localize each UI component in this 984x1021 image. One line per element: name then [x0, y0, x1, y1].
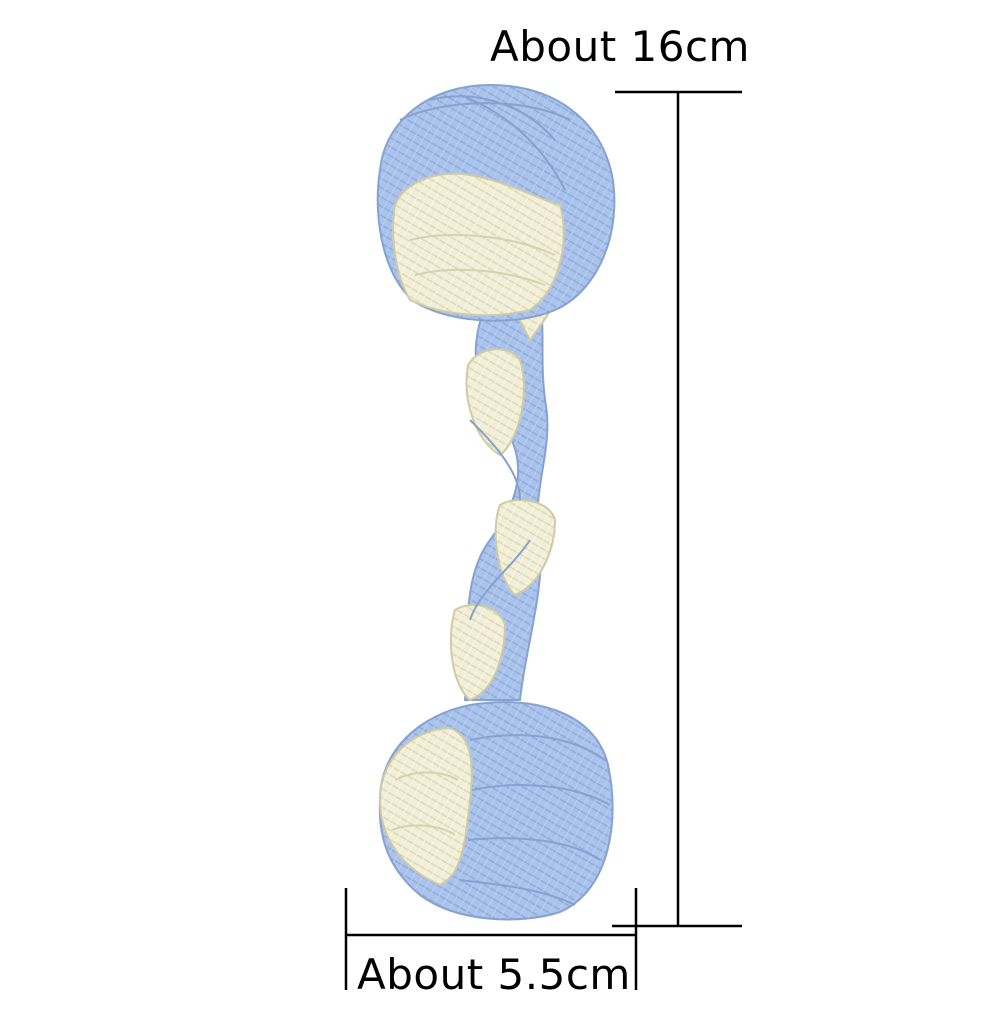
width-label: About 5.5cm	[357, 950, 631, 999]
width-dimension-line	[344, 888, 638, 990]
bottom-knot	[378, 701, 614, 921]
braided-handle	[449, 278, 557, 702]
height-dimension-line	[612, 90, 742, 928]
top-knot	[376, 83, 616, 322]
height-label: About 16cm	[490, 22, 750, 71]
